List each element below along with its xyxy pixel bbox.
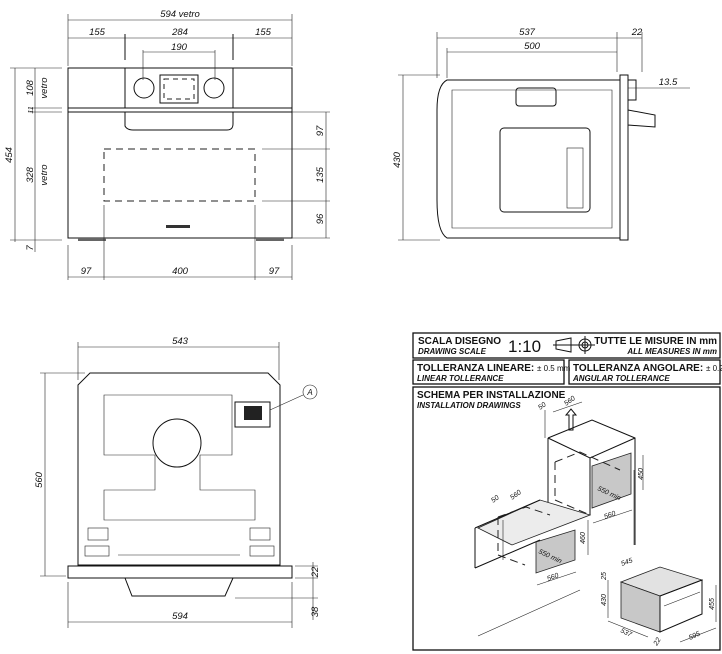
- dim-side-right: 155: [255, 27, 272, 38]
- dim-knob-spacing: 190: [171, 42, 188, 53]
- oven-body-side: [436, 79, 621, 239]
- app-width: 537: [619, 627, 634, 639]
- dim-total-width: 594: [172, 611, 188, 622]
- dim-handle: 13.5: [659, 77, 678, 88]
- col-height: 450: [638, 468, 645, 480]
- dim-panel-height: 108: [25, 79, 36, 96]
- oven-body-bottom: [77, 372, 281, 566]
- col-gap: 50: [537, 401, 547, 411]
- right-knob: [203, 77, 225, 99]
- brand-logo: [166, 225, 190, 228]
- dim-right-top: 97: [315, 125, 326, 136]
- projection-symbol-icon: [553, 336, 595, 354]
- label-vetro-door: vetro: [39, 164, 50, 185]
- scale-label-en: DRAWING SCALE: [418, 347, 487, 356]
- left-knob: [133, 77, 155, 99]
- dim-right-mid: 135: [315, 166, 326, 183]
- under-gap: 50: [490, 494, 500, 504]
- dim-front: 22: [310, 566, 321, 578]
- side-view: 537 22 500 13.5 430: [392, 27, 690, 241]
- rear-panel: [499, 127, 591, 213]
- dim-bottom-mid: 400: [172, 266, 189, 277]
- title-block: SCALA DISEGNO DRAWING SCALE 1:10 TUTTE L…: [412, 332, 722, 651]
- linear-tol: TOLLERANZA LINEARE: ± 0.5 mm: [417, 363, 571, 374]
- linear-tol-en: LINEAR TOLLERANCE: [417, 374, 504, 383]
- installation-drawings: 50 560 450 550 min 560 50 560 460 550 mi…: [474, 395, 717, 648]
- dim-side-left: 155: [89, 27, 106, 38]
- dim-bottom-right: 97: [269, 266, 280, 277]
- angular-tol: TOLLERANZA ANGOLARE: ± 0.2 °: [573, 363, 722, 374]
- under-width: 560: [546, 572, 559, 583]
- dim-width: 543: [172, 336, 189, 347]
- oven-door: [67, 111, 293, 239]
- bottom-view: A 543 560 22 38 594: [34, 336, 321, 628]
- airflow-arrow-icon: [564, 408, 578, 431]
- dim-center: 284: [171, 27, 188, 38]
- dim-bottom-left: 97: [81, 266, 92, 277]
- connection-detail: [234, 401, 271, 428]
- control-section: [124, 67, 234, 109]
- panel-gap: [67, 107, 293, 113]
- app-total-height: 455: [709, 598, 716, 610]
- scale-value: 1:10: [508, 337, 541, 356]
- app-total-width: 595: [688, 630, 702, 641]
- label-vetro-panel: vetro: [39, 77, 50, 98]
- dim-handle-bottom: 38: [310, 606, 321, 617]
- under-depth: 560: [509, 489, 523, 501]
- app-top: 25: [601, 572, 608, 581]
- dim-right-bottom: 96: [315, 213, 326, 224]
- dim-door-height: 328: [25, 166, 36, 183]
- col-width: 560: [603, 510, 616, 521]
- fan-circle: [152, 418, 202, 468]
- handle-bottom: [124, 577, 234, 597]
- angular-tol-en: ANGULAR TOLLERANCE: [572, 374, 670, 383]
- front-glass: [67, 565, 293, 579]
- app-depth: 545: [620, 557, 633, 568]
- window-outline: [103, 148, 256, 202]
- dim-width-glass: 594 vetro: [160, 9, 200, 20]
- dim-front-thickness: 22: [631, 27, 643, 38]
- app-front: 22: [652, 637, 663, 648]
- dim-body-depth: 500: [524, 41, 541, 52]
- display: [159, 74, 199, 104]
- install-label: SCHEMA PER INSTALLAZIONE: [417, 390, 566, 401]
- scale-label: SCALA DISEGNO: [418, 336, 501, 347]
- app-height: 430: [601, 594, 608, 606]
- units-label: TUTTE LE MISURE IN mm: [594, 336, 717, 347]
- front-view: 594 vetro 155 284 155 190 454 108 vetro …: [4, 9, 330, 280]
- dim-depth: 537: [519, 27, 536, 38]
- door-handle: [124, 112, 234, 131]
- detail-label: A: [306, 388, 312, 397]
- dim-height-total: 454: [4, 147, 15, 163]
- install-label-en: INSTALLATION DRAWINGS: [417, 401, 521, 410]
- units-label-en: ALL MEASURES IN mm: [626, 347, 717, 356]
- dim-foot: 7: [25, 245, 36, 251]
- dim-height: 430: [392, 151, 403, 168]
- under-height: 460: [580, 532, 587, 544]
- dim-gap: 11: [28, 106, 35, 113]
- control-panel: [67, 67, 293, 109]
- dim-depth-bottom: 560: [34, 471, 45, 488]
- detail-marker: [302, 384, 318, 400]
